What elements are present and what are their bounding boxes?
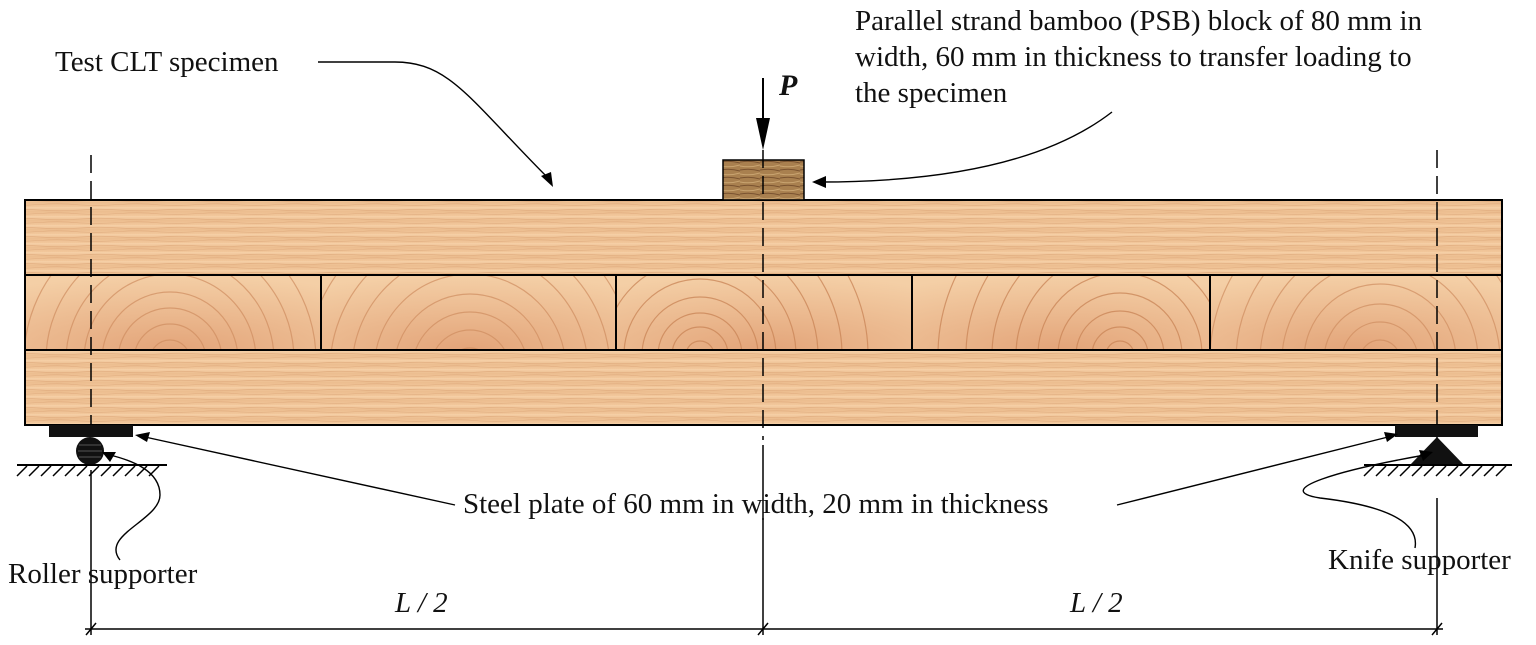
label-psb-block-line1: Parallel strand bamboo (PSB) block of 80…	[855, 5, 1423, 37]
middle-layer	[24, 274, 1503, 351]
cross-lamella-2	[321, 275, 616, 350]
label-roller-supporter: Roller supporter	[8, 558, 198, 590]
label-knife-supporter: Knife supporter	[1328, 544, 1511, 576]
leader-psb	[819, 111, 1113, 183]
dimension-line	[85, 622, 1443, 636]
leader-arrowheads	[102, 172, 1433, 462]
label-test-specimen: Test CLT specimen	[55, 46, 279, 78]
steel-plate-right	[1395, 425, 1478, 437]
label-half-span-left: L / 2	[394, 587, 448, 619]
label-mask	[740, 488, 788, 518]
label-half-span-right: L / 2	[1069, 587, 1123, 619]
load-arrow	[756, 78, 770, 150]
clt-specimen	[24, 199, 1503, 426]
label-psb-block-line2: width, 60 mm in thickness to transfer lo…	[855, 41, 1412, 73]
label-psb-block-line3: the specimen	[855, 77, 1008, 109]
center-lines	[90, 150, 1438, 635]
label-load: P	[778, 69, 798, 102]
label-steel-plate: Steel plate of 60 mm in width, 20 mm in …	[463, 488, 1049, 520]
leader-plate-left	[144, 436, 456, 506]
cross-lamella-3	[616, 275, 912, 350]
leader-plate-right	[1116, 436, 1389, 506]
roller-support	[16, 437, 167, 477]
leader-roller	[109, 454, 161, 561]
leader-specimen	[318, 61, 551, 181]
leader-knife	[1302, 454, 1426, 549]
steel-plate-left	[49, 425, 133, 437]
cross-lamella-5	[1210, 275, 1502, 350]
knife-support	[1363, 437, 1512, 477]
cross-lamella-4	[912, 275, 1210, 350]
leader-lines	[109, 61, 1426, 561]
cross-lamella-1	[25, 275, 321, 350]
